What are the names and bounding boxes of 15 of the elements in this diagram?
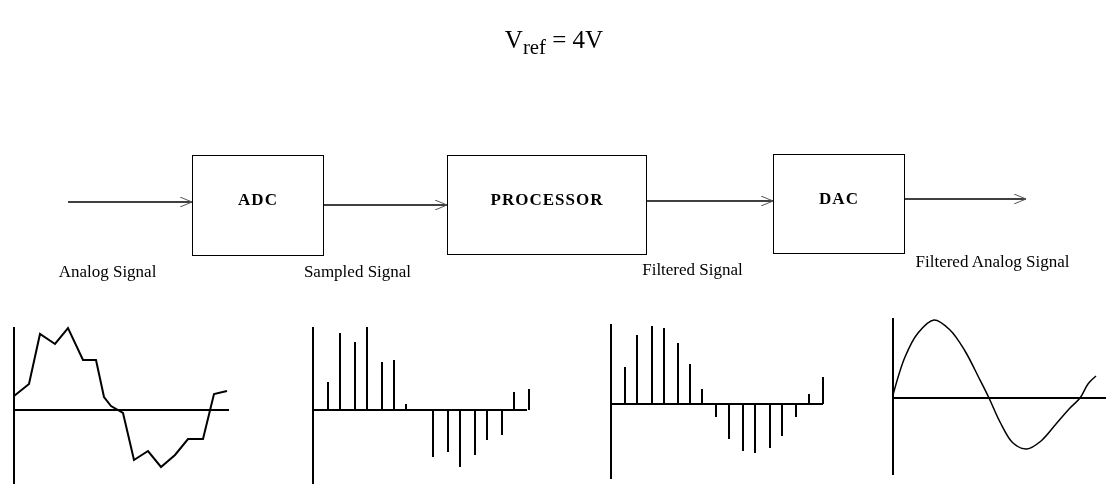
block-box <box>773 154 905 254</box>
arrow <box>323 199 448 211</box>
block-box <box>192 155 324 256</box>
arrow <box>67 196 193 208</box>
arrow <box>904 193 1027 205</box>
signal-label: Analog Signal <box>57 262 158 282</box>
block-label: DAC <box>819 189 859 210</box>
block-box <box>447 155 647 255</box>
signal-label: Filtered Analog Signal <box>914 252 1071 272</box>
signal-label: Filtered Signal <box>641 260 744 280</box>
arrow <box>646 195 774 207</box>
block-label: ADC <box>238 190 278 211</box>
signal-label: Sampled Signal <box>302 262 413 282</box>
formula-heading: V$_{ref}$ = 4V <box>504 26 604 53</box>
block-label: PROCESSOR <box>490 190 604 211</box>
